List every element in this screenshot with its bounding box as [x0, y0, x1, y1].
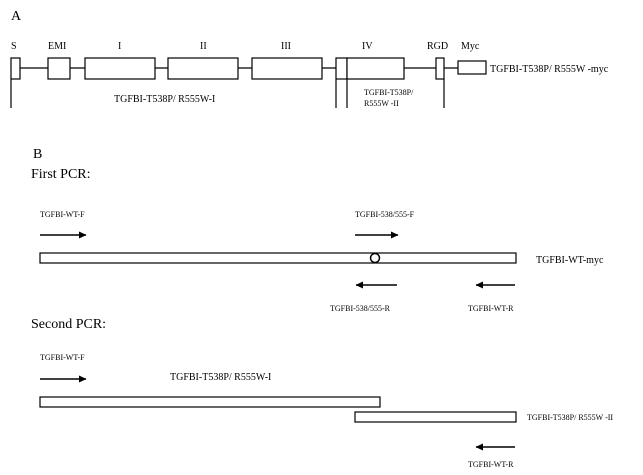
domain-box-s — [10, 57, 21, 80]
second-pcr-forward-wt-primer-label: TGFBI-WT-F — [40, 353, 85, 362]
domain-box-ii — [167, 57, 239, 80]
first-pcr-forward-wt-primer-label: TGFBI-WT-F — [40, 210, 85, 219]
first-pcr-reverse-mut-primer-label: TGFBI-538/555-R — [330, 304, 391, 313]
domain-box-i — [84, 57, 156, 80]
domain-label-emi: EMI — [48, 41, 66, 52]
first-pcr-reverse-wt-primer-label: TGFBI-WT-R — [468, 304, 514, 313]
domain-label-i: I — [118, 41, 121, 52]
fragment-ii-bar — [354, 411, 517, 423]
second-pcr-reverse-wt-primer-label: TGFBI-WT-R — [468, 460, 514, 469]
domain-box-iii — [251, 57, 323, 80]
second-pcr-fragment-i-label: TGFBI-T538P/ R555W-I — [170, 372, 271, 383]
fragment-i-bar — [39, 396, 381, 408]
fragment-i-label: TGFBI-T538P/ R555W-I — [114, 94, 215, 105]
panel-b-label: B — [33, 147, 42, 162]
domain-label-iii: III — [281, 41, 291, 52]
domain-box-myc — [457, 60, 487, 75]
domain-box-emi — [47, 57, 71, 80]
panel-a-label: A — [11, 9, 22, 24]
domain-label-s: S — [11, 41, 17, 52]
construct-label: TGFBI-T538P/ R555W -myc — [490, 64, 609, 75]
panel-b: B First PCR: TGFBI-WT-F TGFBI-538/555-F … — [31, 147, 613, 469]
second-pcr: Second PCR: TGFBI-WT-F TGFBI-T538P/ R555… — [31, 317, 613, 469]
domain-label-rgd: RGD — [427, 41, 448, 52]
first-pcr-title: First PCR: — [31, 167, 91, 182]
first-pcr-forward-mut-primer-label: TGFBI-538/555-F — [355, 210, 415, 219]
template-bar — [39, 252, 517, 264]
domain-label-myc: Myc — [461, 41, 480, 52]
template-label: TGFBI-WT-myc — [536, 255, 604, 266]
domain-label-iv: IV — [362, 41, 373, 52]
first-pcr: First PCR: TGFBI-WT-F TGFBI-538/555-F TG… — [31, 167, 604, 313]
second-pcr-fragment-ii-label: TGFBI-T538P/ R555W -II — [527, 413, 613, 422]
fragment-ii-label-line1: TGFBI-T538P/ — [364, 88, 414, 97]
panel-a: A S EMI I II III IV RGD Myc TGFBI-T538P/… — [10, 9, 609, 108]
fragment-ii-label-line2: R555W -II — [364, 99, 399, 108]
domain-box-iv — [346, 57, 405, 80]
domain-box-iv-left — [335, 57, 348, 80]
domain-label-ii: II — [200, 41, 207, 52]
mutation-site-marker — [369, 252, 381, 264]
second-pcr-title: Second PCR: — [31, 317, 106, 332]
domain-box-rgd — [435, 57, 445, 80]
